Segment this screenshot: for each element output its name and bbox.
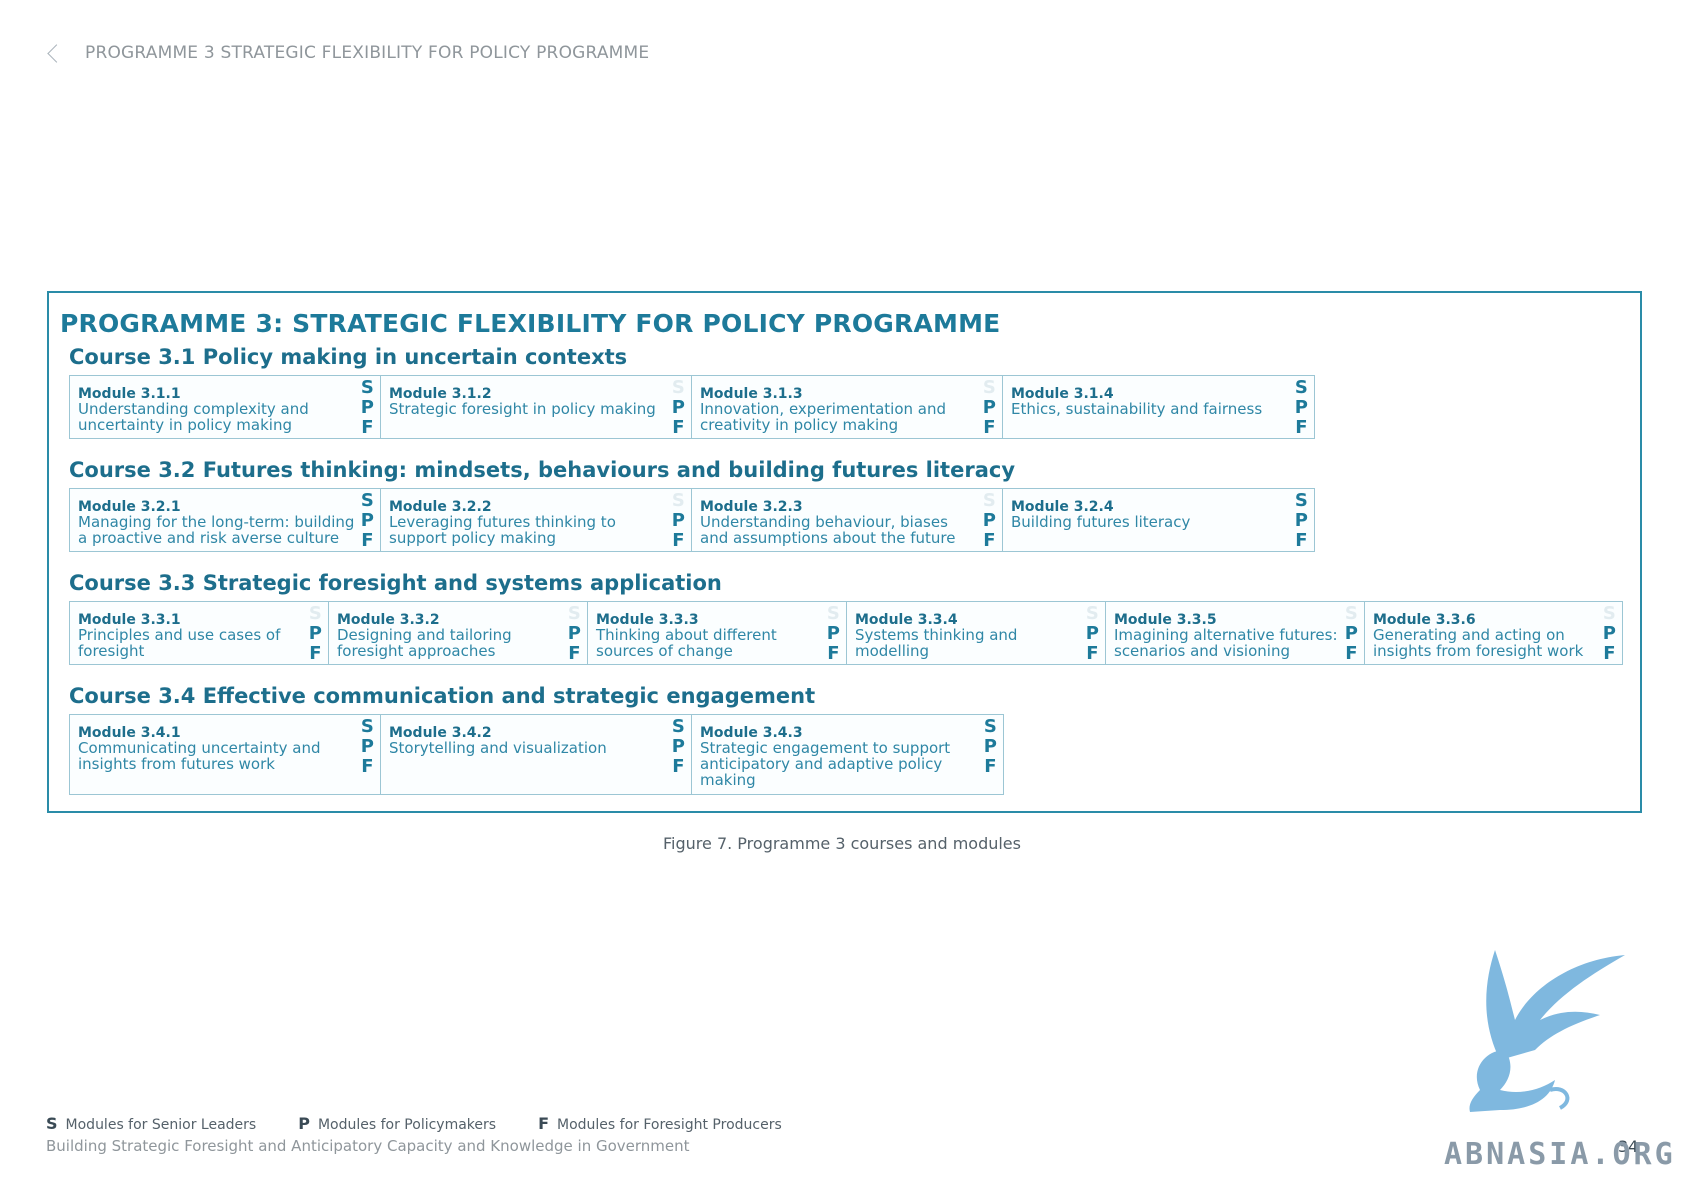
module-label: Module 3.4.1 (78, 725, 181, 741)
programme-frame (47, 291, 1642, 813)
module-card[interactable]: Module 3.1.3 Innovation, experimentation… (692, 376, 1003, 438)
module-label: Module 3.3.4 (855, 612, 958, 628)
module-card[interactable]: Module 3.2.1 Managing for the long-term:… (70, 489, 381, 551)
chevron-left-icon[interactable] (47, 43, 66, 63)
module-label: Module 3.2.2 (389, 499, 492, 515)
module-description: Building futures literacy (1011, 513, 1191, 531)
module-description: Imagining alternative futures:scenarios … (1114, 626, 1338, 660)
module-description: Ethics, sustainability and fairness (1011, 400, 1263, 418)
module-label: Module 3.4.3 (700, 725, 803, 741)
module-card[interactable]: Module 3.4.1 Communicating uncertainty a… (70, 715, 381, 794)
module-card[interactable]: Module 3.2.2 Leveraging futures thinking… (381, 489, 692, 551)
module-card[interactable]: Module 3.3.5 Imagining alternative futur… (1106, 602, 1365, 664)
course-title: Course 3.3 Strategic foresight and syste… (69, 571, 722, 595)
module-card[interactable]: Module 3.1.2 Strategic foresight in poli… (381, 376, 692, 438)
griffin-logo-icon (1469, 950, 1625, 1112)
module-label: Module 3.3.6 (1373, 612, 1476, 628)
module-description: Strategic foresight in policy making (389, 400, 656, 418)
module-label: Module 3.3.5 (1114, 612, 1217, 628)
programme-title: PROGRAMME 3: STRATEGIC FLEXIBILITY FOR P… (60, 309, 1001, 338)
watermark-text: ABNASIA.ORG (1444, 1137, 1676, 1172)
module-label: Module 3.3.1 (78, 612, 181, 628)
module-card[interactable]: Module 3.1.4 Ethics, sustainability and … (1003, 376, 1314, 438)
course-title: Course 3.1 Policy making in uncertain co… (69, 345, 628, 369)
header-title: PROGRAMME 3 STRATEGIC FLEXIBILITY FOR PO… (85, 43, 650, 63)
module-row: Module 3.1.1 Understanding complexity an… (69, 375, 1315, 439)
module-row: Module 3.3.1 Principles and use cases of… (69, 601, 1623, 665)
module-label: Module 3.1.2 (389, 386, 492, 402)
module-card[interactable]: Module 3.1.1 Understanding complexity an… (70, 376, 381, 438)
module-label: Module 3.3.2 (337, 612, 440, 628)
module-label: Module 3.4.2 (389, 725, 492, 741)
module-row: Module 3.2.1 Managing for the long-term:… (69, 488, 1315, 552)
footer-text: Building Strategic Foresight and Anticip… (46, 1137, 690, 1155)
module-label: Module 3.3.3 (596, 612, 699, 628)
figure-caption: Figure 7. Programme 3 courses and module… (663, 834, 1021, 853)
module-description: Storytelling and visualization (389, 739, 607, 757)
module-card[interactable]: Module 3.4.2 Storytelling and visualizat… (381, 715, 692, 794)
module-label: Module 3.2.3 (700, 499, 803, 515)
course-title: Course 3.4 Effective communication and s… (69, 684, 816, 708)
module-card[interactable]: Module 3.2.4 Building futures literacy S… (1003, 489, 1314, 551)
course-title: Course 3.2 Futures thinking: mindsets, b… (69, 458, 1016, 482)
module-card[interactable]: Module 3.3.1 Principles and use cases of… (70, 602, 329, 664)
module-label: Module 3.1.3 (700, 386, 803, 402)
module-label: Module 3.1.4 (1011, 386, 1114, 402)
page-number: 34 (1618, 1137, 1639, 1156)
module-label: Module 3.2.4 (1011, 499, 1114, 515)
module-card[interactable]: Module 3.4.3 Strategic engagement to sup… (692, 715, 1003, 794)
module-label: Module 3.2.1 (78, 499, 181, 515)
module-card[interactable]: Module 3.2.3 Understanding behaviour, bi… (692, 489, 1003, 551)
module-row: Module 3.4.1 Communicating uncertainty a… (69, 714, 1004, 795)
page-header: PROGRAMME 3 STRATEGIC FLEXIBILITY FOR PO… (44, 40, 649, 66)
module-label: Module 3.1.1 (78, 386, 181, 402)
